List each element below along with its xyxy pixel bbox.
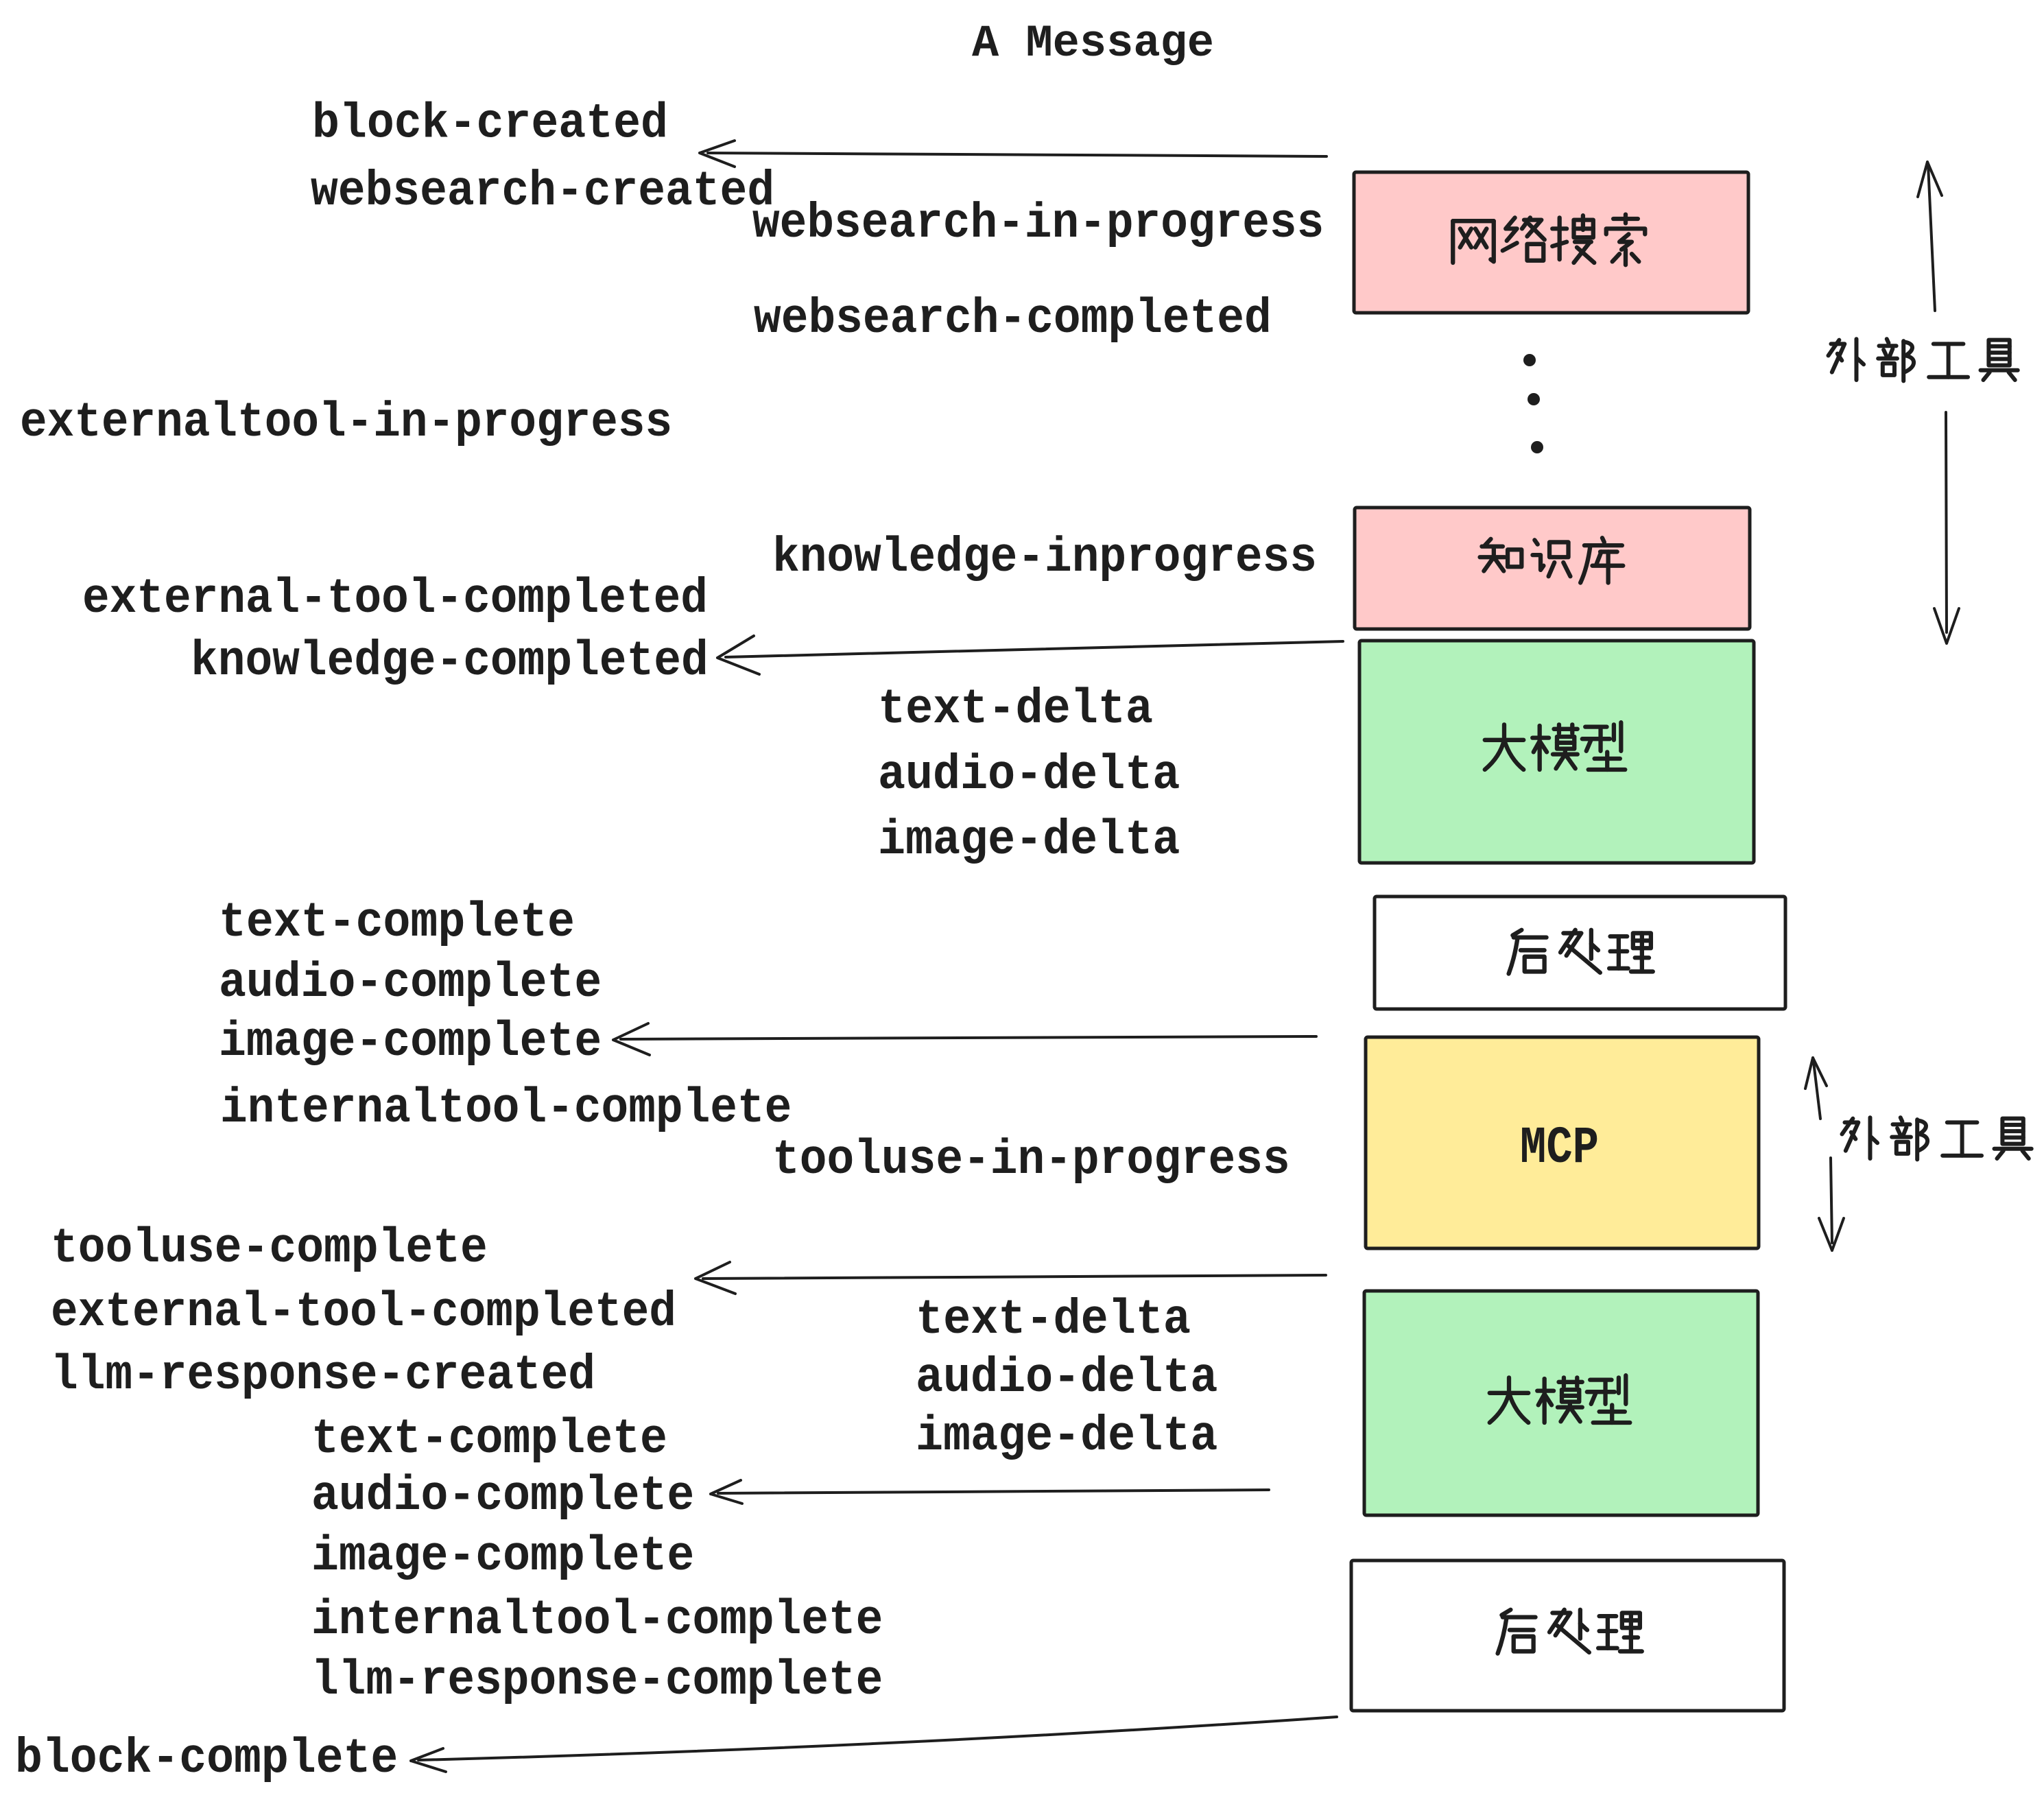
svg-text:llm-response-created: llm-response-created (51, 1349, 595, 1403)
svg-text:externaltool-in-progress: externaltool-in-progress (20, 396, 672, 451)
svg-text:audio-complete: audio-complete (311, 1469, 694, 1524)
svg-text:image-delta: image-delta (916, 1410, 1217, 1464)
svg-text:audio-delta: audio-delta (916, 1351, 1217, 1406)
svg-text:websearch-in-progress: websearch-in-progress (752, 197, 1324, 252)
svg-text:internaltool-complete: internaltool-complete (311, 1593, 883, 1648)
svg-text:audio-delta: audio-delta (878, 748, 1180, 803)
svg-text:internaltool-complete: internaltool-complete (220, 1082, 792, 1137)
svg-text:image-complete: image-complete (219, 1015, 602, 1070)
svg-text:audio-complete: audio-complete (219, 956, 602, 1011)
svg-text:external-tool-completed: external-tool-completed (51, 1285, 676, 1340)
svg-text:knowledge-completed: knowledge-completed (191, 634, 709, 689)
svg-text:A Message: A Message (972, 18, 1214, 69)
svg-text:websearch-completed: websearch-completed (754, 292, 1272, 347)
svg-text:text-complete: text-complete (219, 896, 575, 951)
svg-text:knowledge-inprogress: knowledge-inprogress (772, 531, 1317, 586)
svg-text:tooluse-in-progress: tooluse-in-progress (772, 1133, 1290, 1188)
svg-text:websearch-created: websearch-created (311, 165, 774, 219)
svg-text:text-delta: text-delta (878, 683, 1153, 737)
svg-text:image-delta: image-delta (878, 814, 1180, 868)
svg-text:llm-response-complete: llm-response-complete (311, 1654, 883, 1709)
svg-text:text-complete: text-complete (311, 1412, 667, 1467)
svg-text:block-created: block-created (312, 97, 668, 152)
svg-text:tooluse-complete: tooluse-complete (51, 1222, 488, 1277)
svg-text:MCP: MCP (1520, 1119, 1599, 1178)
svg-text:text-delta: text-delta (916, 1293, 1191, 1348)
svg-text:block-complete: block-complete (15, 1732, 398, 1787)
svg-text:image-complete: image-complete (311, 1530, 694, 1585)
svg-text:external-tool-completed: external-tool-completed (82, 572, 708, 627)
